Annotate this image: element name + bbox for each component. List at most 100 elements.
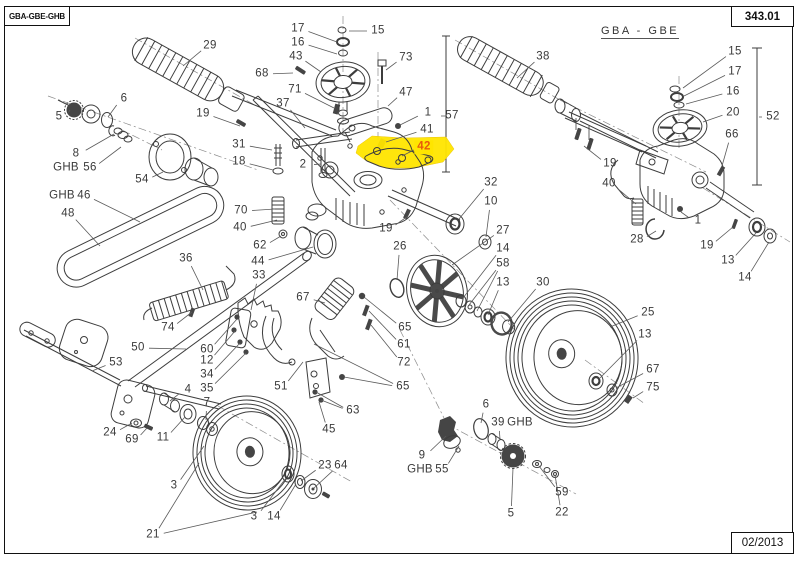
part-label-38: 38: [536, 50, 550, 63]
part-label-73: 73: [399, 51, 413, 64]
part-label-40: 40: [233, 221, 247, 234]
part-label-41: 41: [420, 123, 434, 136]
part-label-GHB: GHB: [49, 189, 75, 202]
part-label-62: 62: [253, 239, 267, 252]
part-label-5: 5: [507, 507, 515, 520]
pulley-right: [652, 109, 708, 147]
part-label-59: 59: [555, 486, 569, 499]
part-label-4: 4: [184, 383, 192, 396]
part-label-40: 40: [602, 177, 616, 190]
part-label-16: 16: [291, 36, 305, 49]
part-label-15: 15: [728, 45, 742, 58]
part-label-69: 69: [125, 433, 139, 446]
part-label-GHB: GHB: [507, 416, 533, 429]
part-label-17: 17: [728, 65, 742, 78]
part-label-19: 19: [700, 239, 714, 252]
part-label-44: 44: [251, 255, 265, 268]
model-code-box: GBA-GBE-GHB: [4, 6, 70, 26]
part-label-33: 33: [252, 269, 266, 282]
part-label-63: 63: [346, 404, 360, 417]
part-label-45: 45: [322, 423, 336, 436]
part-label-16: 16: [726, 85, 740, 98]
part-label-15: 15: [371, 24, 385, 37]
part-label-34: 34: [200, 368, 214, 381]
part-label-65: 65: [398, 321, 412, 334]
revision-date-box: 02/2013: [731, 532, 794, 554]
grip-right: [457, 35, 560, 104]
part-label-67: 67: [296, 291, 310, 304]
extent-brackets: [442, 35, 762, 186]
part-label-12: 12: [200, 354, 214, 367]
part-label-39: 39: [491, 416, 505, 429]
part-label-14: 14: [738, 271, 752, 284]
wheel-rear-hardware: [588, 372, 633, 404]
variant-heading: GBA - GBE: [601, 25, 680, 39]
part-label-24: 24: [103, 426, 117, 439]
part-label-50: 50: [131, 341, 145, 354]
part-label-25: 25: [641, 306, 655, 319]
part-label-2: 2: [299, 158, 307, 171]
part-label-1: 1: [424, 106, 432, 119]
part-label-65: 65: [396, 380, 410, 393]
part-label-42: 42: [414, 140, 434, 154]
part-label-29: 29: [203, 39, 217, 52]
part-label-53: 53: [109, 356, 123, 369]
part-label-3: 3: [170, 479, 178, 492]
part-label-20: 20: [726, 106, 740, 119]
part-label-54: 54: [135, 173, 149, 186]
part-label-67: 67: [646, 363, 660, 376]
part-label-68: 68: [255, 67, 269, 80]
part-label-36: 36: [179, 252, 193, 265]
part-label-72: 72: [397, 356, 411, 369]
part-label-61: 61: [397, 338, 411, 351]
revision-date: 02/2013: [741, 537, 784, 549]
part-label-35: 35: [200, 382, 214, 395]
part-label-8: 8: [72, 147, 80, 160]
part-label-10: 10: [484, 195, 498, 208]
part-label-19: 19: [379, 222, 393, 235]
part-label-66: 66: [725, 128, 739, 141]
part-label-23: 23: [318, 459, 332, 472]
part-label-64: 64: [334, 459, 348, 472]
part-label-6: 6: [482, 398, 490, 411]
part-label-58: 58: [496, 257, 510, 270]
part-label-17: 17: [291, 22, 305, 35]
part-label-51: 51: [274, 380, 288, 393]
part-label-31: 31: [232, 138, 246, 151]
part-label-9: 9: [418, 449, 426, 462]
right-washer-stack: [669, 85, 685, 109]
part-label-55: 55: [435, 463, 449, 476]
bearing-housing: [148, 133, 219, 187]
part-label-14: 14: [496, 242, 510, 255]
part-label-74: 74: [161, 321, 175, 334]
model-code: GBA-GBE-GHB: [8, 11, 66, 21]
part-label-52: 52: [766, 110, 780, 123]
part-label-GHB: GHB: [407, 463, 433, 476]
deck-frame: [231, 65, 356, 259]
part-label-7: 7: [203, 396, 211, 409]
part-label-13: 13: [496, 276, 510, 289]
part-label-3: 3: [250, 510, 258, 523]
part-label-27: 27: [496, 224, 510, 237]
part-label-60: 60: [200, 343, 214, 356]
part-label-26: 26: [393, 240, 407, 253]
part-label-1: 1: [694, 214, 702, 227]
part-label-18: 18: [232, 155, 246, 168]
part-label-5: 5: [55, 110, 63, 123]
part-label-13: 13: [721, 254, 735, 267]
part-label-30: 30: [536, 276, 550, 289]
part-label-70: 70: [234, 204, 248, 217]
part-label-11: 11: [156, 431, 170, 444]
part-label-71: 71: [288, 83, 302, 96]
part-label-43: 43: [289, 50, 303, 63]
part-label-56: 56: [83, 161, 97, 174]
part-label-48: 48: [61, 207, 75, 220]
part-label-75: 75: [646, 381, 660, 394]
clutch-group: [438, 416, 559, 478]
part-label-19: 19: [603, 157, 617, 170]
part-label-22: 22: [555, 506, 569, 519]
part-label-46: 46: [77, 189, 91, 202]
